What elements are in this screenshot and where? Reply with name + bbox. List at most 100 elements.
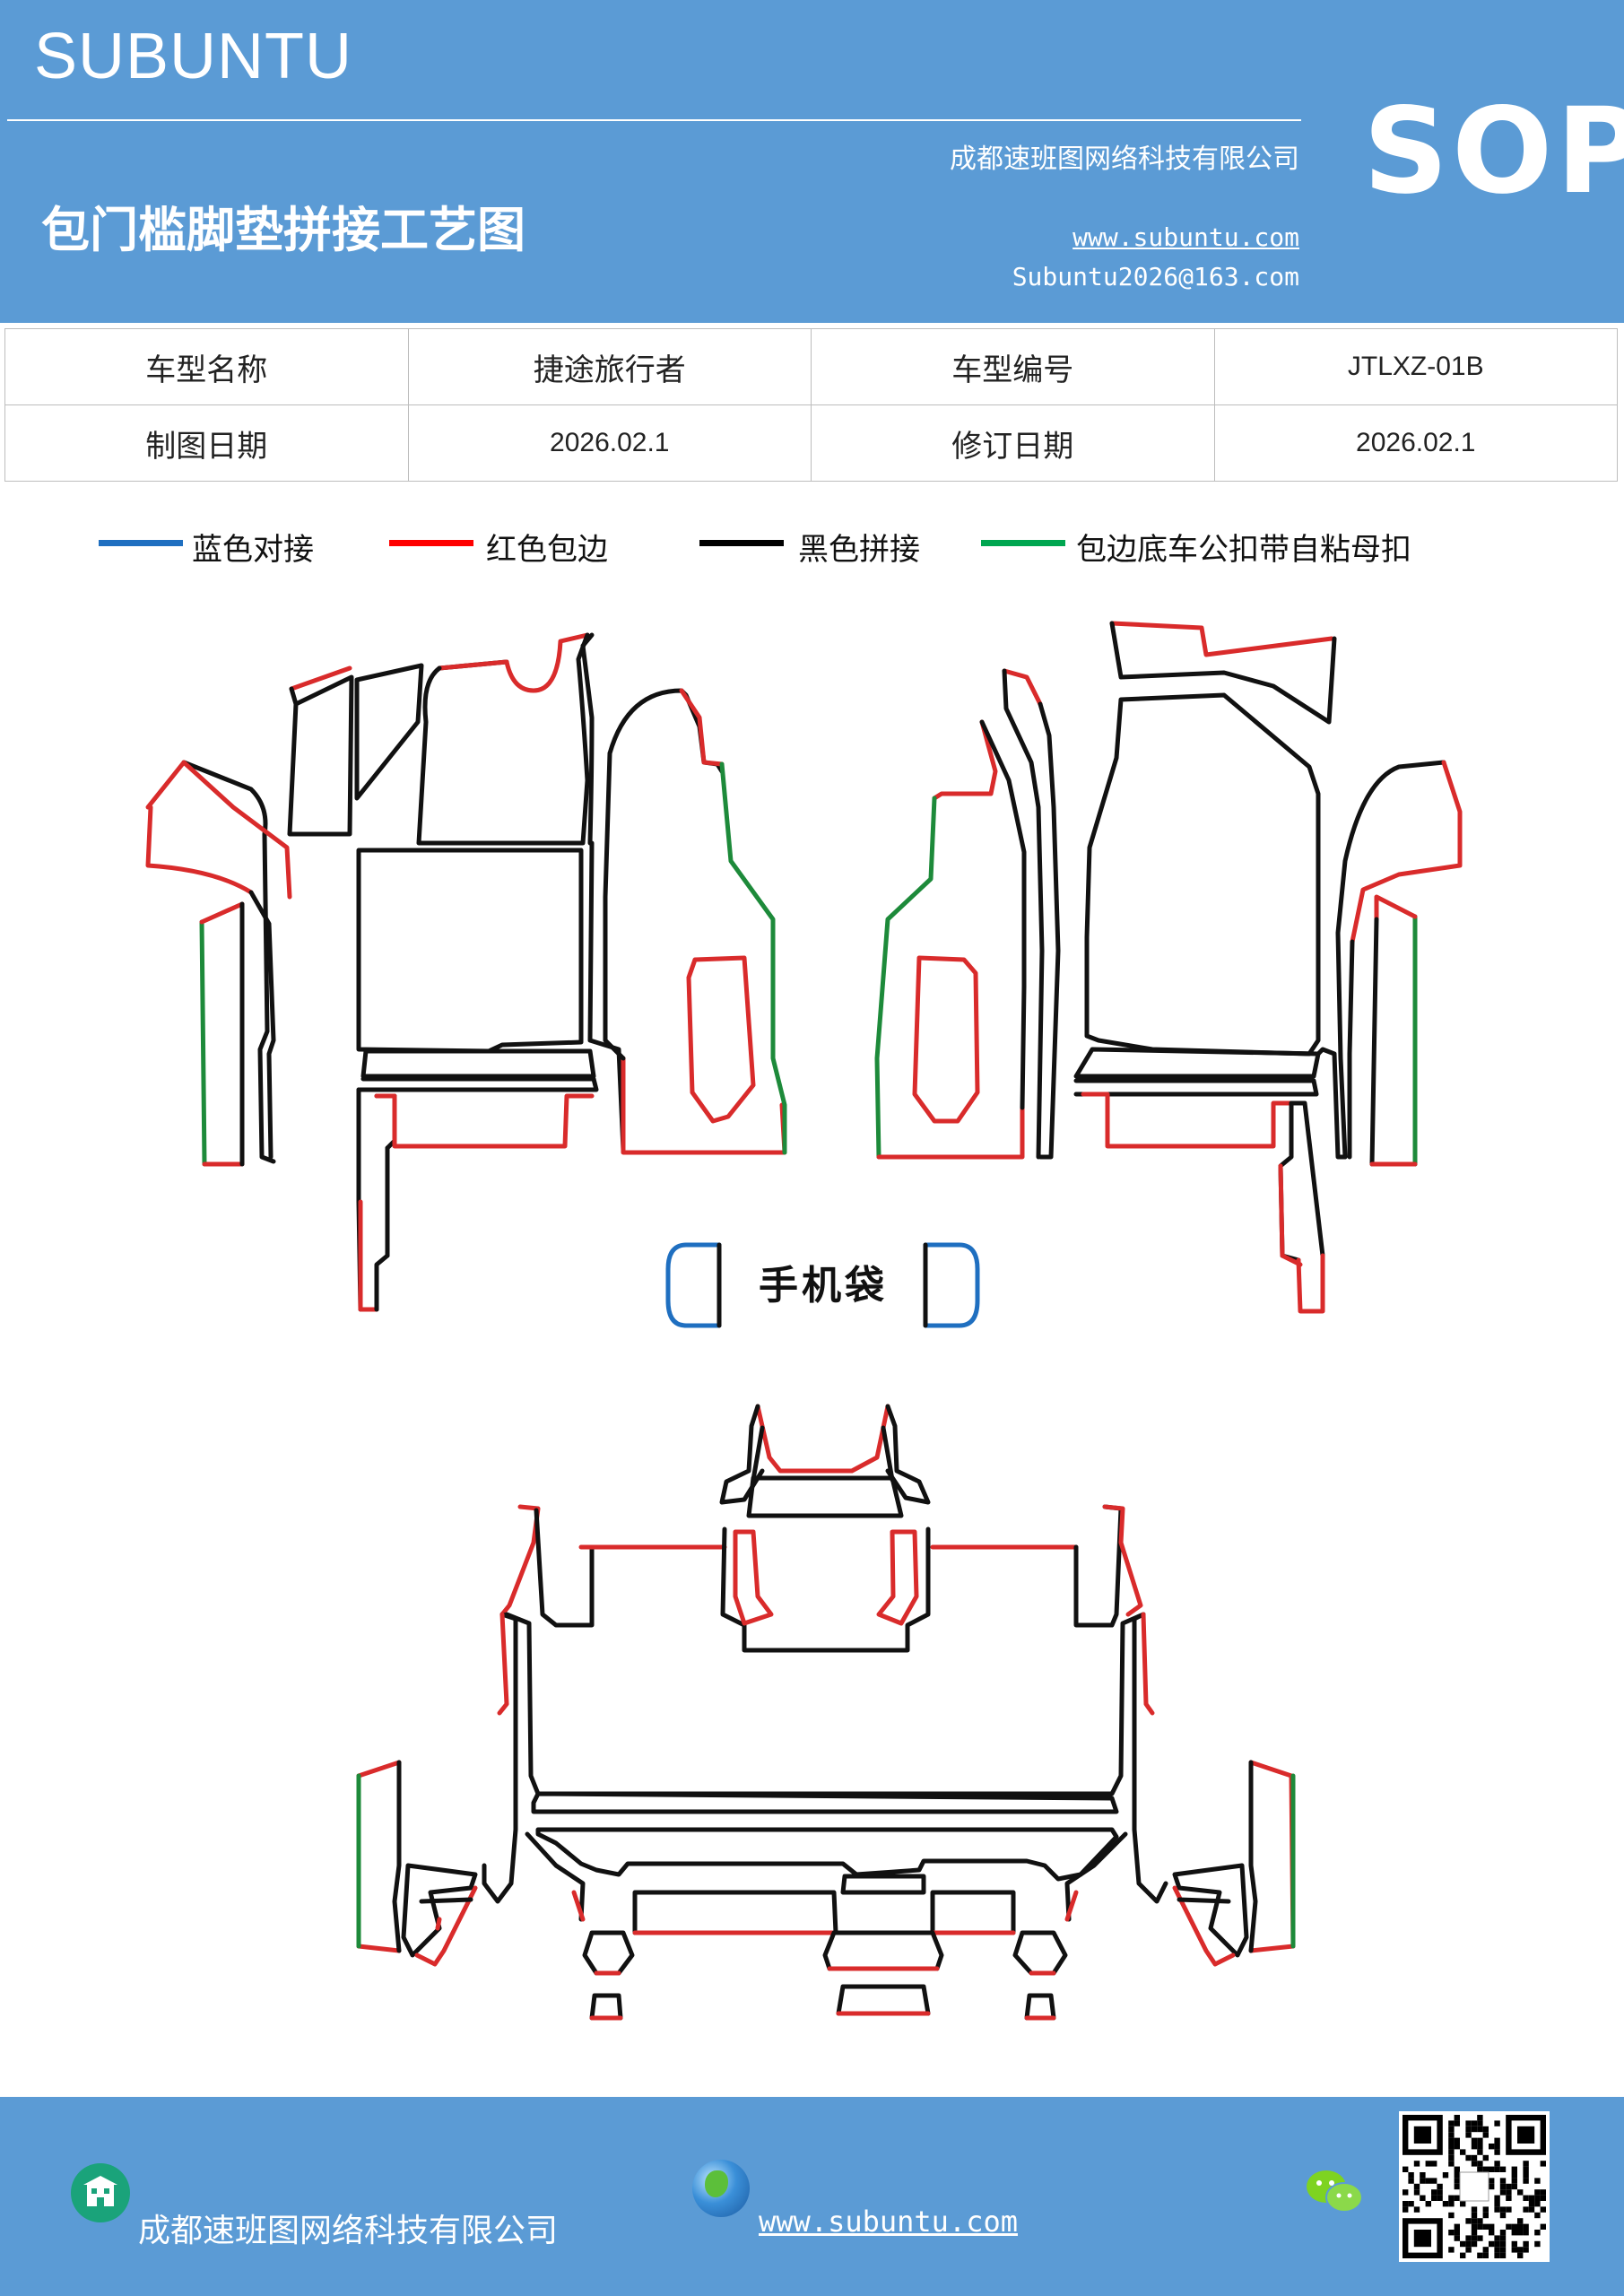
diagram-piece — [885, 1404, 931, 1505]
diagram-piece — [181, 760, 276, 1164]
table-cell-value: 2026.02.1 — [1213, 404, 1618, 482]
diagram-piece — [1289, 1100, 1325, 1312]
diagram-piece — [930, 1890, 1016, 1935]
diagram-piece — [1073, 1078, 1319, 1097]
diagram-piece — [876, 1529, 919, 1626]
diagram-piece — [840, 1874, 926, 1895]
legend-swatch — [389, 540, 473, 546]
header-divider — [7, 119, 1301, 121]
header-website-link[interactable]: www.subuntu.com — [1073, 222, 1299, 252]
diagram-piece — [719, 1404, 765, 1505]
legend-swatch — [981, 540, 1065, 546]
diagram-piece — [1335, 760, 1446, 1160]
diagram-piece — [287, 674, 354, 837]
diagram-piece — [401, 1863, 478, 1958]
diagram-piece — [356, 848, 584, 1054]
diagram-piece — [1316, 1047, 1348, 1160]
pocket-left-shape — [665, 1242, 722, 1328]
diagram-piece — [248, 890, 276, 1160]
diagram-piece — [1296, 1253, 1325, 1314]
header-banner: SUBUNTU 成都速班图网络科技有限公司 包门槛脚垫拼接工艺图 www.sub… — [0, 0, 1624, 323]
diagram-piece — [580, 632, 595, 846]
diagram-piece — [1172, 1863, 1249, 1958]
diagram-piece — [571, 1890, 586, 1922]
diagram-piece — [733, 1529, 774, 1626]
diagram-piece — [874, 796, 937, 1160]
diagram-piece — [1109, 621, 1334, 657]
diagram-piece — [392, 1760, 402, 1953]
diagram-piece — [374, 1093, 595, 1149]
diagram-piece — [1347, 939, 1355, 1160]
diagram-piece — [1038, 701, 1061, 1160]
diagram-piece — [1081, 1091, 1294, 1149]
diagram-piece — [534, 1508, 595, 1628]
diagram-piece — [416, 632, 590, 846]
diagram-piece — [755, 1404, 890, 1474]
diagram-piece — [720, 1526, 931, 1653]
table-cell-label: 车型编号 — [811, 328, 1215, 405]
legend-swatch — [99, 540, 183, 546]
diagram-piece — [199, 901, 245, 925]
footer-website-link[interactable]: www.subuntu.com — [759, 2205, 1018, 2239]
diagram-piece — [289, 665, 352, 691]
diagram-piece — [751, 1425, 895, 1483]
diagram-piece — [1248, 1760, 1296, 1953]
diagram-piece — [354, 663, 424, 801]
legend-swatch — [699, 540, 784, 546]
diagram-piece — [356, 1760, 402, 1953]
footer-company: 成都速班图网络科技有限公司 — [138, 2213, 559, 2249]
diagram-piece — [746, 1475, 904, 1518]
diagram-piece — [1374, 894, 1418, 922]
diagram-piece — [979, 719, 1027, 1110]
diagram-piece — [1024, 1993, 1056, 2021]
table-cell-label: 制图日期 — [4, 404, 409, 482]
diagram-piece — [607, 688, 725, 774]
diagram-piece — [535, 1827, 1119, 1882]
phone-pocket: 手机袋 — [665, 1242, 980, 1328]
table-cell-label: 修订日期 — [811, 404, 1215, 482]
diagram-piece — [1064, 1890, 1079, 1922]
diagram-piece — [145, 804, 254, 895]
diagram-piece — [719, 761, 787, 1155]
diagram-piece — [582, 1930, 635, 1976]
table-row: 制图日期 2026.02.1 修订日期 2026.02.1 — [4, 404, 1618, 482]
diagram-piece — [1369, 917, 1418, 1167]
brand-name: SUBUNTU — [34, 21, 353, 92]
table-cell-value: 捷途旅行者 — [407, 328, 812, 405]
diagram-piece — [1172, 1885, 1236, 1967]
header-email[interactable]: Subuntu2026@163.com — [1012, 262, 1299, 291]
diagram-piece — [360, 1048, 596, 1079]
diagram-piece — [1109, 621, 1337, 725]
diagram-piece — [686, 955, 756, 1124]
diagram-piece — [1073, 1504, 1124, 1628]
wechat-icon[interactable] — [1305, 2165, 1364, 2219]
diagram-piece — [1084, 692, 1321, 1057]
diagram-piece — [1102, 1504, 1143, 1617]
diagram-piece — [1002, 668, 1045, 1160]
qr-code[interactable] — [1399, 2111, 1550, 2262]
diagram-piece — [1350, 760, 1463, 944]
diagram-piece — [531, 1791, 1119, 1814]
header-company: 成都速班图网络科技有限公司 — [950, 144, 1299, 175]
document-title: 包门槛脚垫拼接工艺图 — [41, 202, 525, 258]
diagram-piece — [419, 1897, 473, 1904]
diagram-piece — [145, 760, 292, 900]
table-cell-value: JTLXZ-01B — [1213, 328, 1618, 405]
diagram-piece — [482, 1612, 518, 1904]
diagram-piece — [632, 1890, 838, 1935]
legend-label: 红色包边 — [486, 532, 608, 568]
vehicle-info-table: 车型名称 捷途旅行者 车型编号 JTLXZ-01B 制图日期 2026.02.1… — [4, 328, 1618, 482]
diagram-piece — [499, 1504, 541, 1617]
color-legend: 蓝色对接 红色包边 黑色拼接 包边底车公扣带自粘母扣 — [0, 525, 1624, 570]
diagram-piece — [1141, 1612, 1155, 1716]
pocket-right-shape — [923, 1242, 980, 1328]
diagram-piece — [603, 751, 626, 1061]
globe-icon — [692, 2160, 750, 2217]
diagram-piece — [497, 1612, 509, 1716]
phone-pocket-label: 手机袋 — [759, 1263, 888, 1309]
diagram-piece — [1073, 1047, 1321, 1079]
table-row: 车型名称 捷途旅行者 车型编号 JTLXZ-01B — [4, 328, 1618, 405]
diagram-piece — [525, 1831, 586, 1922]
diagram-piece — [912, 955, 980, 1124]
